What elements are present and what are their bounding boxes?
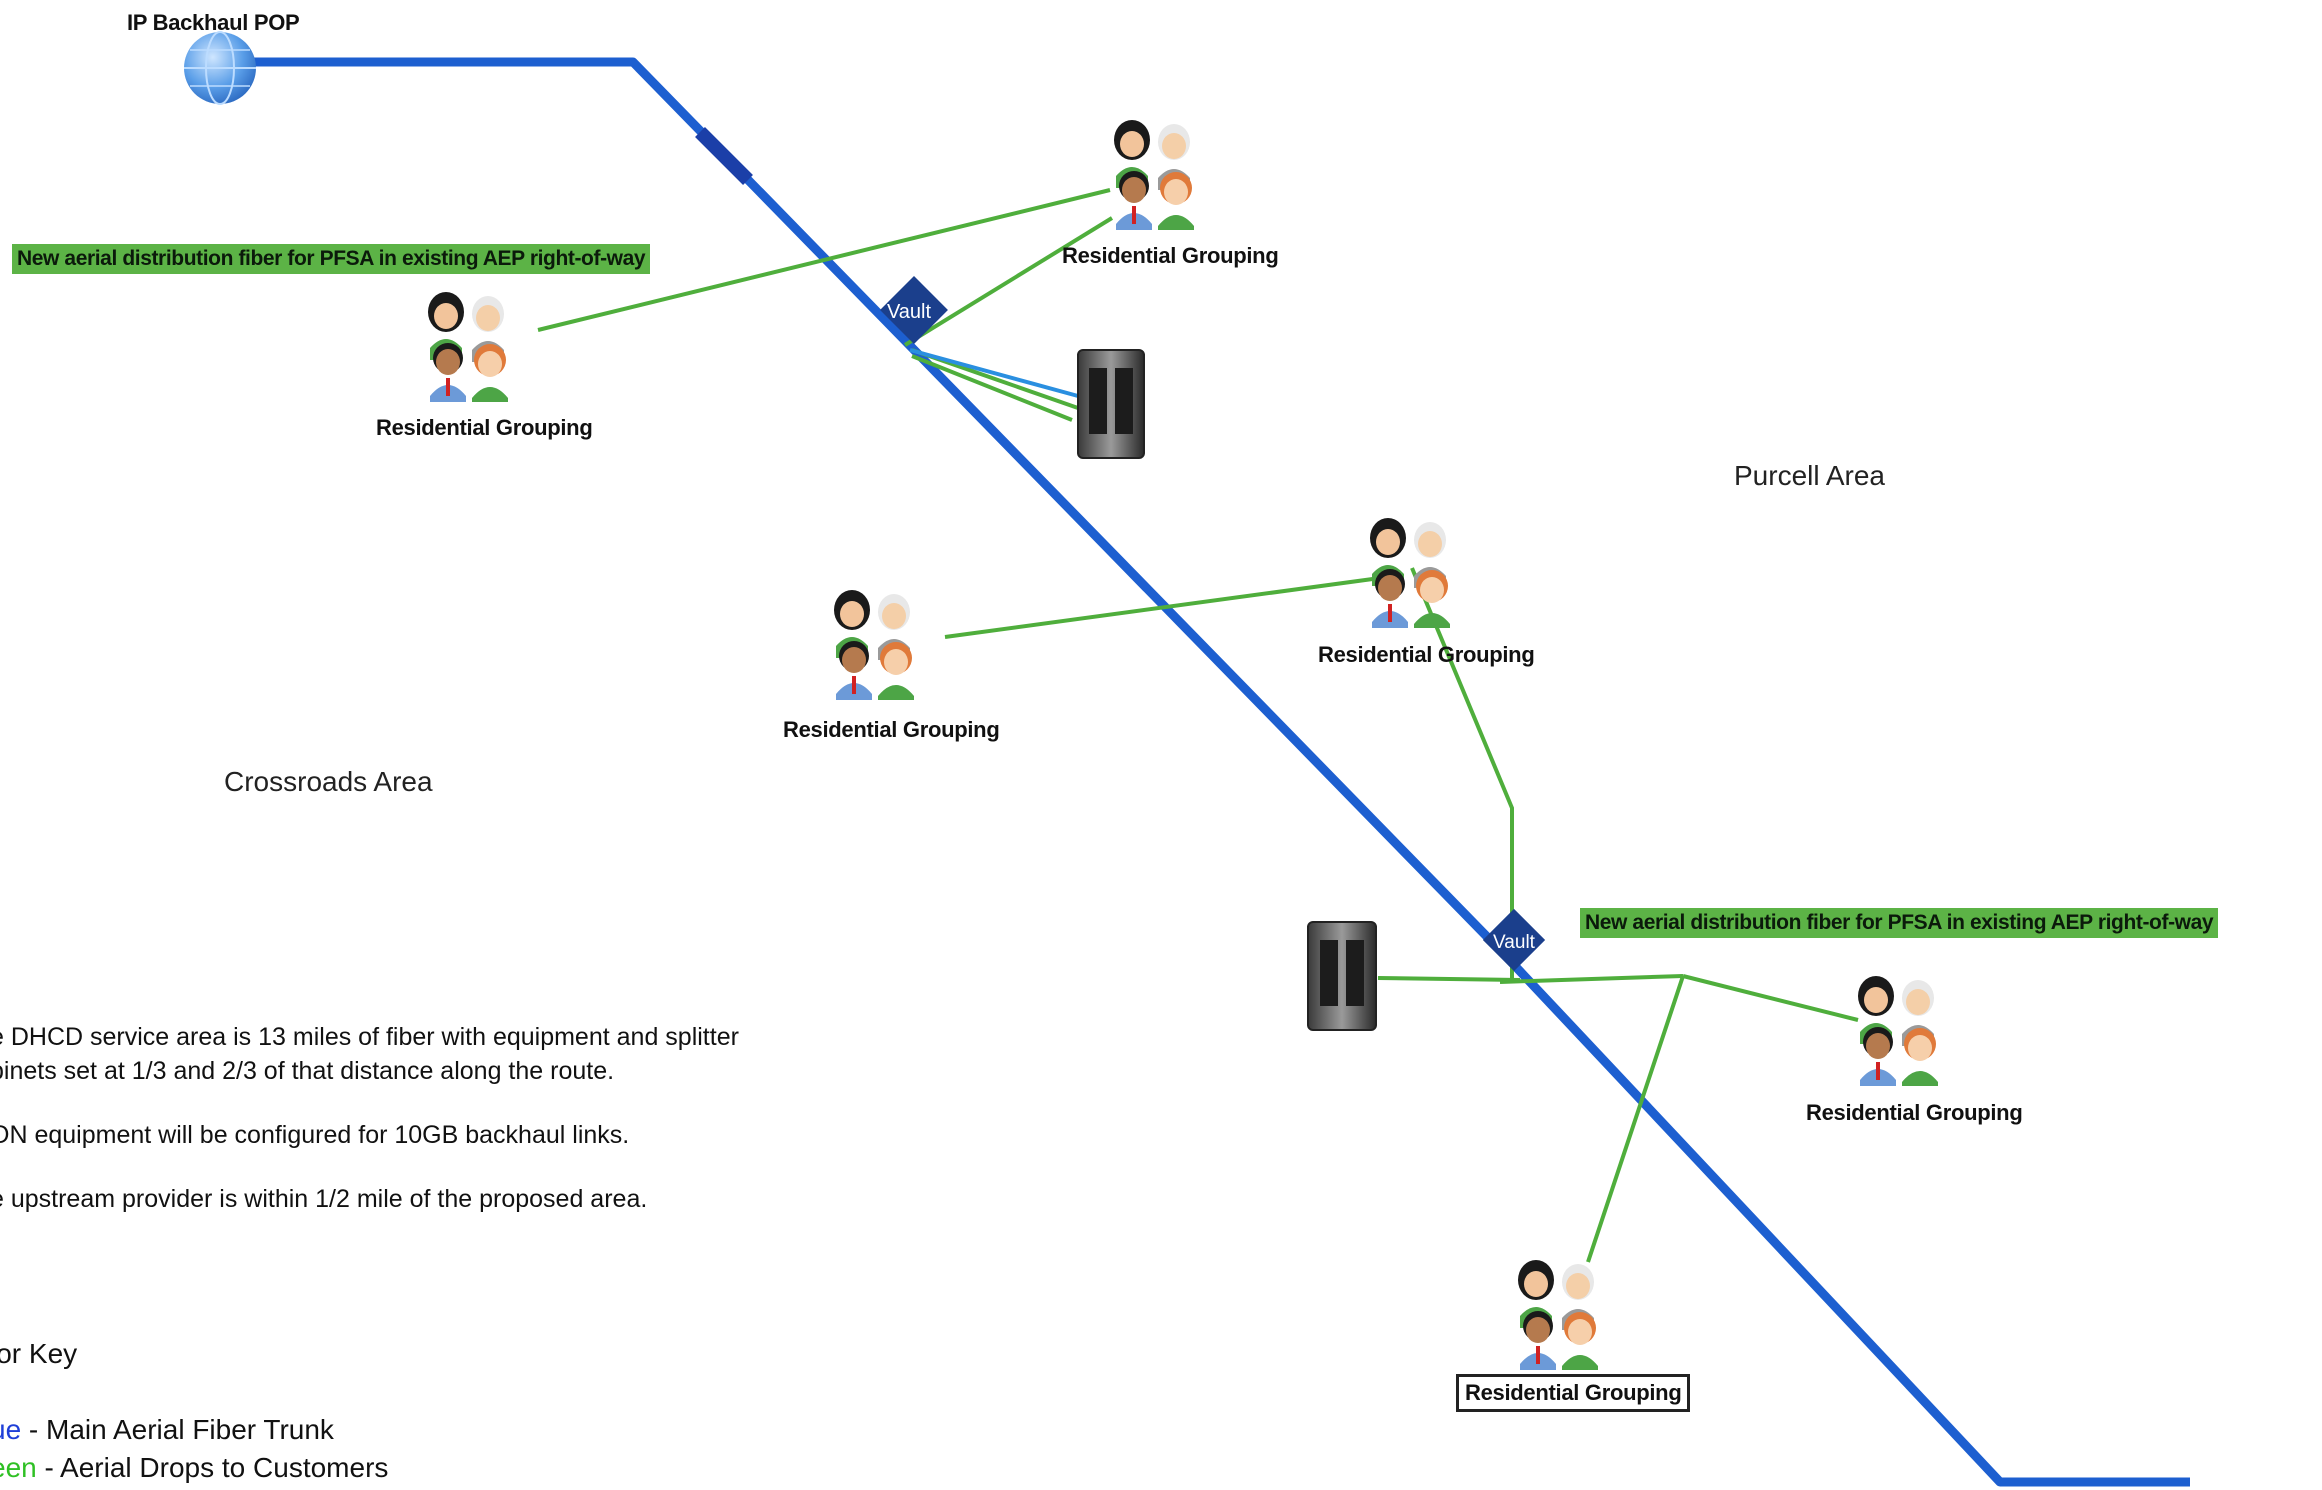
vault-marker <box>880 276 948 344</box>
equipment-cabinet-icon <box>1307 921 1377 1031</box>
residential-people-icon <box>1518 1260 1598 1370</box>
residential-grouping-label: Residential Grouping <box>1318 642 1535 667</box>
color-key-row-green: een - Aerial Drops to Customers <box>0 1452 388 1484</box>
key-color-blue: ue <box>0 1414 22 1445</box>
key-color-green: een <box>0 1452 37 1483</box>
residential-people-icon <box>1370 518 1450 628</box>
residential-people-icon <box>1858 976 1938 1086</box>
vault-label: Vault <box>1493 932 1536 953</box>
note-line: e DHCD service area is 13 miles of fiber… <box>0 1023 739 1051</box>
pop-label: IP Backhaul POP <box>127 10 300 35</box>
residential-people-icon <box>834 590 914 700</box>
vault-label: Vault <box>887 301 932 323</box>
globe-icon <box>184 31 256 105</box>
residential-grouping-label: Residential Grouping <box>1456 1374 1691 1412</box>
residential-grouping-label: Residential Grouping <box>1062 243 1279 268</box>
residential-people-icon <box>428 292 508 402</box>
main-trunk-line <box>220 57 2190 1487</box>
residential-people-icon <box>1114 120 1194 230</box>
residential-grouping-label: Residential Grouping <box>1806 1100 2023 1125</box>
residential-grouping-label: Residential Grouping <box>783 717 1000 742</box>
service-area-notes: e DHCD service area is 13 miles of fiber… <box>0 1020 739 1246</box>
residential-grouping-label: Residential Grouping <box>376 415 593 440</box>
equipment-cabinet-icon <box>1077 349 1145 459</box>
distribution-fiber-banner: New aerial distribution fiber for PFSA i… <box>1580 908 2219 938</box>
area-label-purcell: Purcell Area <box>1734 460 1885 491</box>
key-desc-blue: - Main Aerial Fiber Trunk <box>21 1414 334 1445</box>
distribution-fiber-banner: New aerial distribution fiber for PFSA i… <box>12 244 651 274</box>
trunk-splice-mark <box>695 127 753 185</box>
color-key-row-blue: ue - Main Aerial Fiber Trunk <box>0 1414 334 1446</box>
note-line: binets set at 1/3 and 2/3 of that distan… <box>0 1057 615 1085</box>
note-line: ON equipment will be configured for 10GB… <box>0 1121 630 1149</box>
color-key-title: lor Key <box>0 1338 78 1369</box>
key-desc-green: - Aerial Drops to Customers <box>36 1452 389 1483</box>
vault-marker <box>1482 908 1546 972</box>
note-line: e upstream provider is within 1/2 mile o… <box>0 1185 648 1213</box>
area-label-crossroads: Crossroads Area <box>224 766 433 797</box>
